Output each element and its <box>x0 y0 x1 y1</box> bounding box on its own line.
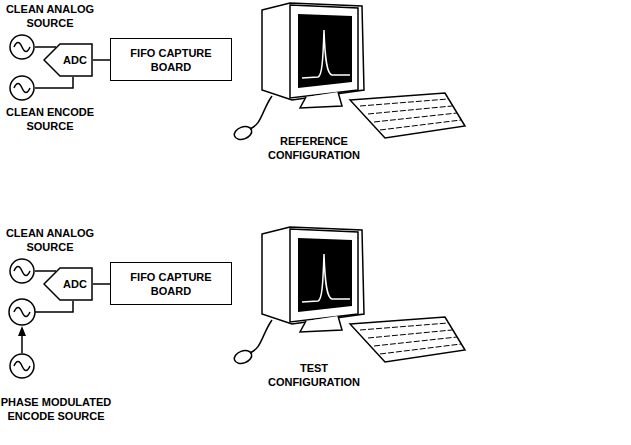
block-label: ADC <box>63 53 87 67</box>
configuration-label: TEST CONFIGURATION <box>254 361 374 389</box>
capture-board-box: FIFO CAPTURE BOARD <box>110 262 232 305</box>
source-symbol <box>9 353 35 379</box>
source-label: CLEAN ANALOG SOURCE <box>2 226 98 254</box>
sine-symbol <box>14 43 30 52</box>
adc-block: ADC <box>43 267 93 301</box>
signal-source: CLEAN ANALOG SOURCE <box>9 258 35 284</box>
source-circle <box>10 76 34 100</box>
box-label: FIFO CAPTURE BOARD <box>121 46 221 74</box>
adc-outline <box>44 44 92 76</box>
signal-source: CLEAN ENCODE SOURCE <box>9 75 35 101</box>
modulation-arrow <box>18 326 26 353</box>
source-label: CLEAN ENCODE SOURCE <box>2 105 98 133</box>
source-circle <box>10 35 34 59</box>
adc-outline <box>44 268 92 300</box>
source-circle <box>10 354 34 378</box>
box-label: FIFO CAPTURE BOARD <box>121 270 221 298</box>
configuration-label: REFERENCE CONFIGURATION <box>254 134 374 162</box>
adc-block: ADC <box>43 43 93 77</box>
signal-source: CLEAN ANALOG SOURCE <box>9 34 35 60</box>
signal-wire <box>93 59 110 61</box>
source-symbol <box>9 75 35 101</box>
sine-symbol <box>14 84 30 93</box>
source-circle <box>10 259 34 283</box>
signal-wire <box>35 46 56 48</box>
signal-wire <box>93 283 110 285</box>
encode-source-symbol <box>9 299 73 325</box>
capture-board-box: FIFO CAPTURE BOARD <box>110 38 232 81</box>
block-label: ADC <box>63 277 87 291</box>
sine-symbol <box>14 267 30 276</box>
source-label: CLEAN ANALOG SOURCE <box>2 2 98 30</box>
source-symbol <box>9 258 35 284</box>
computer-illustration <box>232 227 465 366</box>
computer-illustration <box>232 3 465 142</box>
sine-symbol <box>14 362 30 371</box>
source-label: PHASE MODULATED ENCODE SOURCE <box>0 395 112 423</box>
signal-wire <box>35 270 56 272</box>
signal-wire <box>35 77 73 88</box>
signal-source: PHASE MODULATED ENCODE SOURCE <box>9 353 35 379</box>
source-symbol <box>9 34 35 60</box>
